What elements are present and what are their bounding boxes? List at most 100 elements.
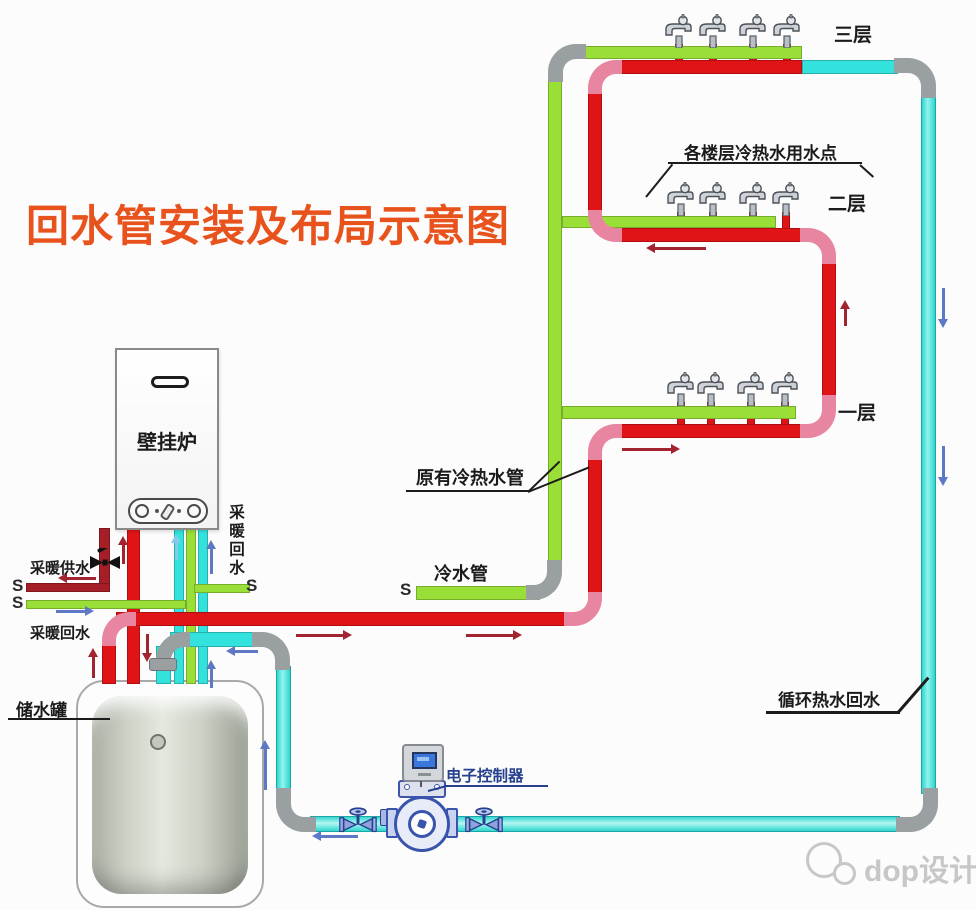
pipe-hot-riser-right [822, 262, 836, 398]
boiler-control-panel [128, 498, 208, 524]
pipe-break-symbol: S [12, 576, 24, 595]
pipe-elbow [588, 424, 622, 460]
faucet-riser [782, 212, 790, 236]
pipe-hot-riser-upper [588, 92, 602, 214]
original-pipes-underline [406, 490, 530, 492]
faucet-icon [733, 372, 769, 406]
pipe-heating-supply-horiz [26, 583, 110, 592]
watermark-logo-icon [833, 862, 856, 885]
watermark-text: dop设计 [864, 855, 976, 888]
usage-points-underline [668, 162, 862, 164]
page-title: 回水管安装及布局示意图 [26, 203, 510, 251]
flow-arrow [171, 534, 182, 560]
tank-pointer [8, 718, 110, 720]
pipe-elbow [564, 592, 602, 626]
original-pipes-label: 原有冷热水管 [416, 468, 524, 488]
pipe-boiler-green [186, 528, 196, 684]
pipe-elbow [800, 395, 836, 438]
flow-arrow [622, 444, 680, 455]
pipe-floor3-cold [580, 46, 802, 59]
cold-pipe-label: 冷水管 [434, 564, 488, 584]
pipe-break-symbol: S [246, 576, 258, 595]
flow-arrow [206, 540, 217, 574]
pipe-hot-riser-lower [588, 456, 602, 596]
floor2-label: 二层 [828, 194, 867, 215]
heating-return-label: 采暖回水 [30, 625, 91, 642]
circulation-return-label: 循环热水回水 [778, 691, 880, 710]
usage-points-label: 各楼层冷热水用水点 [684, 144, 837, 163]
flow-arrow [466, 630, 522, 641]
flow-arrow [118, 536, 129, 564]
controller-underline [444, 785, 548, 787]
boiler-return-vertical-label: 采暖回水 [227, 504, 244, 578]
faucet-icon [695, 14, 731, 48]
pipe-elbow [526, 560, 562, 600]
pipe-heating-return-stub [194, 584, 250, 593]
pipe-break-symbol: S [400, 580, 412, 599]
flow-arrow [296, 630, 352, 641]
pipe-cold-inlet [416, 586, 540, 600]
faucet-icon [693, 372, 729, 406]
flow-arrow [938, 446, 949, 486]
pipe-floor1-hot [616, 424, 804, 438]
pipe-elbow [548, 44, 586, 82]
faucet-icon [661, 14, 697, 48]
flow-arrow [88, 648, 99, 678]
pipe-return-down-right [921, 94, 936, 794]
faucet-icon [735, 14, 771, 48]
pipe-elbow [276, 788, 316, 832]
controller-wire [420, 781, 422, 787]
flow-arrow [840, 300, 851, 326]
pipe-tank-return-horiz [170, 632, 260, 647]
flow-arrow [312, 831, 358, 842]
flow-arrow [646, 243, 706, 254]
faucet-icon [769, 14, 805, 48]
pipe-elbow [894, 58, 936, 98]
pipe-elbow [896, 788, 938, 832]
flow-arrow [56, 606, 94, 617]
tank-label: 储水罐 [16, 701, 67, 720]
faucet-icon [695, 182, 731, 216]
boiler-vent-slot [151, 376, 189, 388]
usage-points-pointer [859, 164, 875, 178]
faucet-icon [663, 182, 699, 216]
shutoff-valve-icon [90, 548, 120, 569]
controller-box [402, 744, 444, 782]
pipe-floor2-hot [616, 228, 804, 242]
pipe-elbow [102, 612, 136, 646]
flow-arrow [260, 740, 271, 790]
floor3-label: 三层 [834, 25, 873, 46]
pipe-hot-main [116, 612, 566, 626]
pipe-tank-hot [102, 640, 116, 684]
pipe-floor1-cold [562, 406, 796, 419]
circulation-return-underline [766, 711, 900, 714]
pipe-break-symbol: S [12, 593, 24, 612]
faucet-icon [735, 182, 771, 216]
controller-screen [412, 752, 437, 769]
flow-arrow [938, 288, 949, 328]
pipe-cold-riser [548, 78, 562, 562]
watermark-logo-icon [806, 842, 842, 878]
flow-arrow [58, 573, 96, 584]
valve-icon [465, 805, 503, 841]
heating-supply-label: 采暖供水 [30, 560, 91, 577]
wall-boiler: 壁挂炉 [115, 348, 219, 530]
flow-arrow [142, 634, 153, 662]
tank-port [150, 734, 166, 750]
pipe-floor3-hot [616, 60, 802, 74]
floor1-label: 一层 [838, 403, 877, 424]
storage-tank-body [92, 696, 248, 894]
pipe-elbow [588, 210, 622, 242]
pipe-boiler-cyan-b [198, 528, 208, 684]
boiler-label: 壁挂炉 [137, 432, 197, 454]
pipe-elbow [588, 60, 622, 94]
pipe-elbow [800, 228, 836, 264]
flow-arrow [226, 646, 258, 657]
pipe-floor3-return [802, 60, 898, 74]
faucet-icon [767, 372, 803, 406]
pipe-return-up-left [276, 666, 291, 792]
flow-arrow [206, 660, 217, 688]
circulation-pump [384, 780, 460, 852]
pipe-coupling [149, 658, 177, 671]
